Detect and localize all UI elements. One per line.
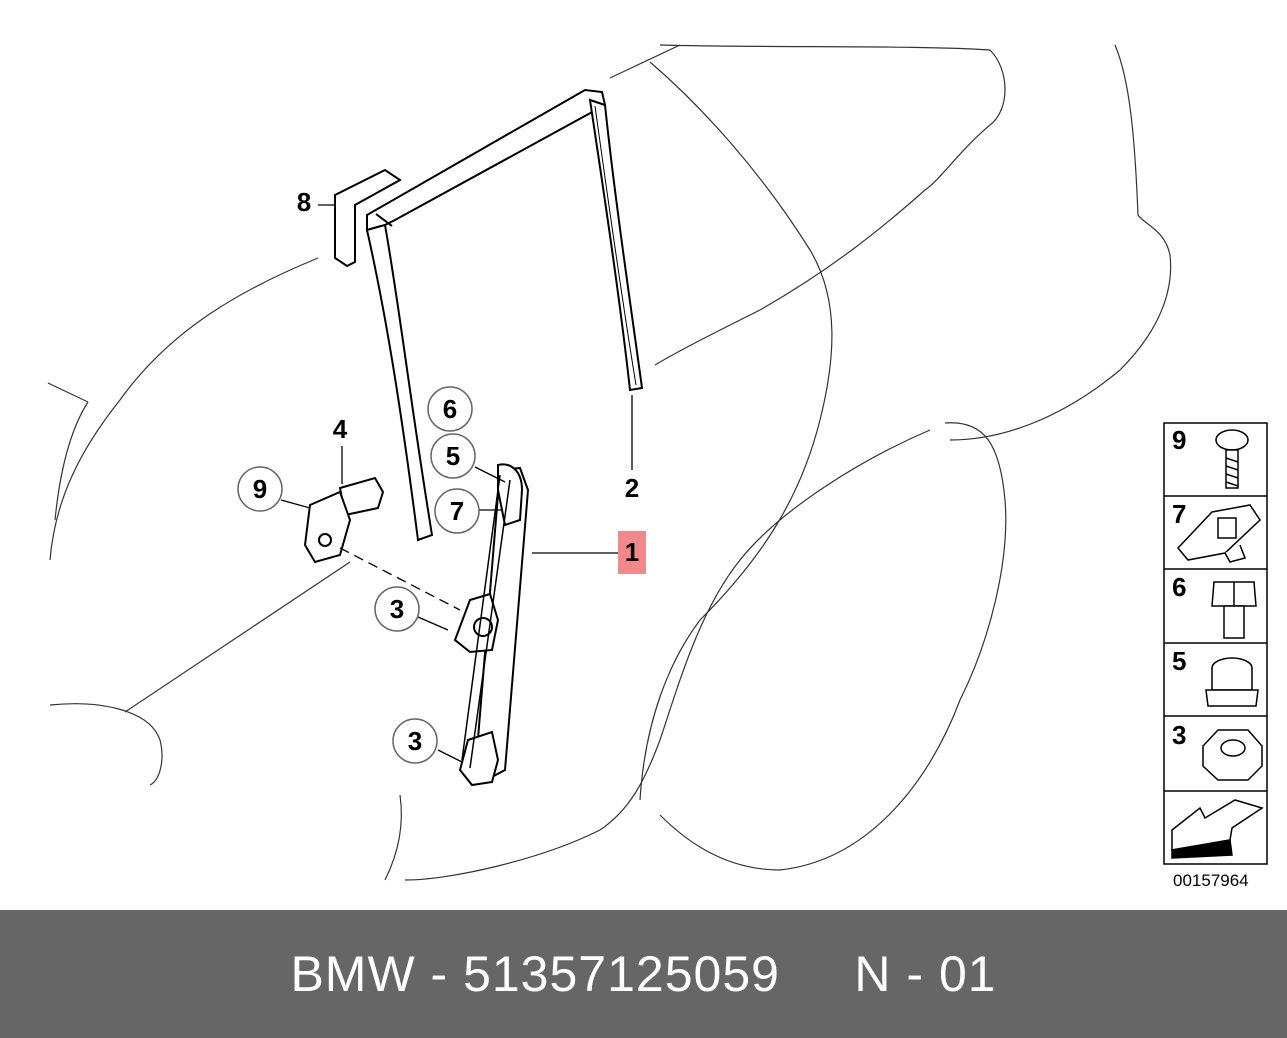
callout-label-7[interactable]: 7: [450, 496, 464, 526]
callout-label-6[interactable]: 6: [443, 394, 457, 424]
callout-label-8[interactable]: 8: [297, 187, 311, 217]
legend-label-5: 5: [1172, 646, 1186, 676]
car-body-outline: [47, 44, 1172, 881]
callout-label-1[interactable]: 1: [625, 537, 639, 567]
part-1-window-regulator[interactable]: [453, 463, 530, 787]
legend-label-7: 7: [1172, 499, 1186, 529]
legend-panel: 9 7 6 5 3: [1163, 422, 1268, 890]
callout-label-4[interactable]: 4: [333, 414, 348, 444]
callout-1-highlight: [618, 531, 646, 574]
callout-label-5[interactable]: 5: [446, 441, 460, 471]
hex-nut-icon: [1202, 729, 1263, 781]
callout-label-3b[interactable]: 3: [408, 726, 422, 756]
legend-label-9: 9: [1172, 425, 1186, 455]
callout-circles: [237, 386, 480, 764]
footer-part-number: BMW - 51357125059 N - 01: [290, 946, 997, 1002]
document-number: 00157964: [1173, 871, 1249, 890]
collar-nut-icon: [1205, 657, 1259, 707]
footer-bar: BMW - 51357125059 N - 01: [0, 910, 1287, 1038]
clip-nut-icon: [1176, 504, 1261, 563]
hex-bolt-icon: [1211, 581, 1257, 639]
callout-label-2[interactable]: 2: [625, 473, 639, 503]
legend-label-3: 3: [1172, 720, 1186, 750]
callout-label-9[interactable]: 9: [253, 474, 267, 504]
leader-lines: [280, 204, 633, 763]
part-4-motor[interactable]: [303, 476, 385, 564]
bolt-icon: [1215, 429, 1249, 489]
part-2-window-channel[interactable]: [365, 88, 644, 542]
callout-labels: 1 2 3 3 4 5 6 7 8 9: [253, 187, 639, 756]
legend-label-6: 6: [1172, 572, 1186, 602]
arrow-icon: [1171, 799, 1264, 859]
callout-label-3a[interactable]: 3: [390, 594, 404, 624]
part-8-seal[interactable]: [334, 168, 402, 268]
parts-diagram: 1 2 3 3 4 5 6 7 8 9 9 7 6 5 3: [47, 44, 1268, 890]
